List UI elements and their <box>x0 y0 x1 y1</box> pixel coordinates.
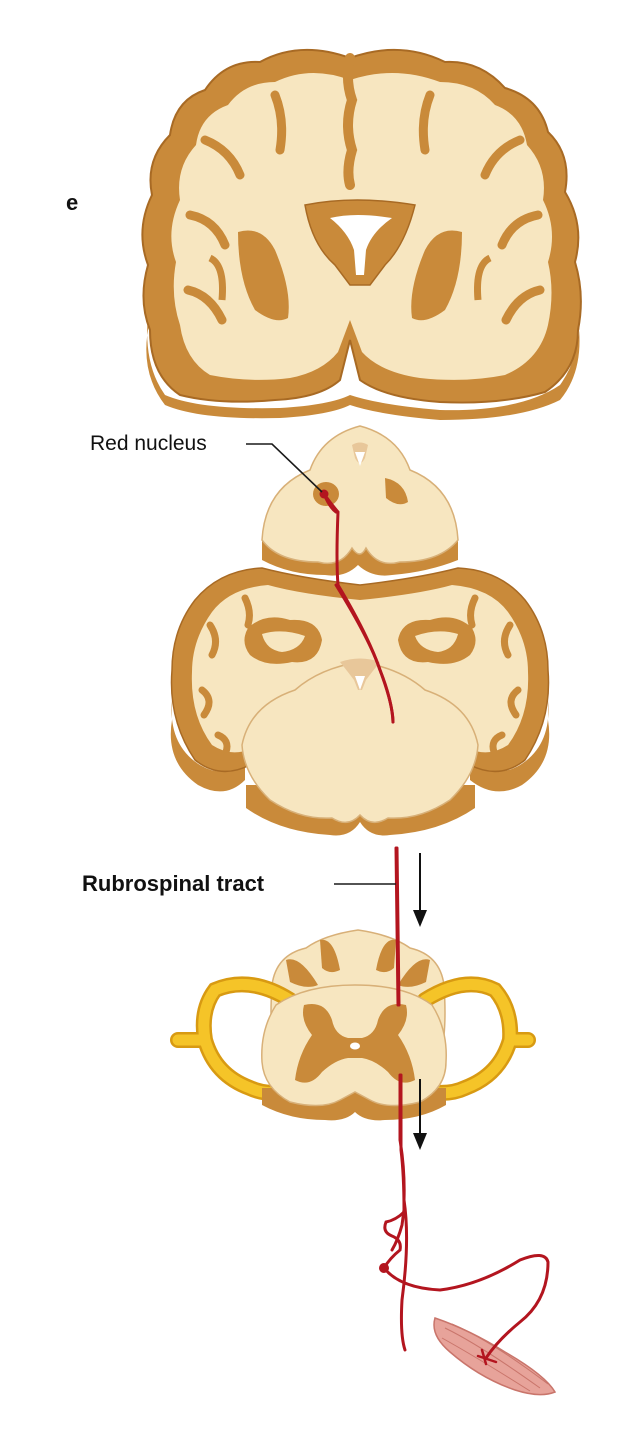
pons-cerebellum-section <box>170 567 550 836</box>
medulla-olive-center-right <box>376 939 396 973</box>
longitudinal-fissure <box>342 53 358 190</box>
down-arrow-head-icon <box>413 910 427 927</box>
left-insula-fold <box>208 254 226 301</box>
midbrain-body <box>261 425 459 565</box>
fourth-ventricle <box>340 658 380 690</box>
red-nucleus-leader-line <box>246 443 323 493</box>
down-arrow-head-icon <box>413 1133 427 1150</box>
descending-arrow-lower <box>413 1079 427 1150</box>
midbrain-section <box>261 425 459 576</box>
central-canal-cord <box>350 1042 360 1050</box>
cerebrum-sulcus <box>183 90 545 325</box>
right-spinal-nerve-fill <box>419 978 534 1099</box>
medulla-olive-left <box>286 959 318 987</box>
motor-axon-to-muscle <box>382 1254 550 1360</box>
skeletal-muscle <box>433 1317 557 1396</box>
right-insula-fold <box>474 254 492 301</box>
left-spinal-nerve-fill <box>172 978 296 1099</box>
rubrospinal-tract-cord <box>390 1073 406 1252</box>
ventricle-lumen <box>330 215 392 275</box>
left-dentate-core <box>262 631 305 652</box>
right-basal-nuclei <box>411 230 462 321</box>
fourth-ventricle-lumen <box>355 676 365 690</box>
right-dentate-core <box>415 631 458 652</box>
descending-arrow-upper <box>413 853 427 927</box>
rubrospinal-tract-descending <box>395 846 401 1007</box>
rubrospinal-tract-label: Rubrospinal tract <box>82 871 265 896</box>
cutoff-label-fragment: e <box>66 190 78 215</box>
neuromuscular-junction <box>476 1348 498 1366</box>
medulla-olive-center-left <box>320 939 340 973</box>
left-basal-nuclei <box>238 230 289 321</box>
rubrospinal-tract-upper <box>322 492 340 587</box>
red-nucleus-label: Red nucleus <box>90 432 207 455</box>
cerebrum-slab-edge <box>146 300 580 420</box>
right-cerebral-peduncle-dark <box>385 478 408 505</box>
cerebellar-folia <box>198 594 522 756</box>
cerebrum-section <box>141 48 582 420</box>
pons-body <box>241 661 479 824</box>
cerebellum-slab-edge <box>170 700 550 792</box>
synapse-loop <box>382 1210 406 1270</box>
aqueduct-lumen <box>355 452 365 466</box>
rubrospinal-tract-pons <box>336 583 395 724</box>
medulla-olive-right <box>398 959 430 987</box>
spinal-cord-section <box>170 976 536 1121</box>
